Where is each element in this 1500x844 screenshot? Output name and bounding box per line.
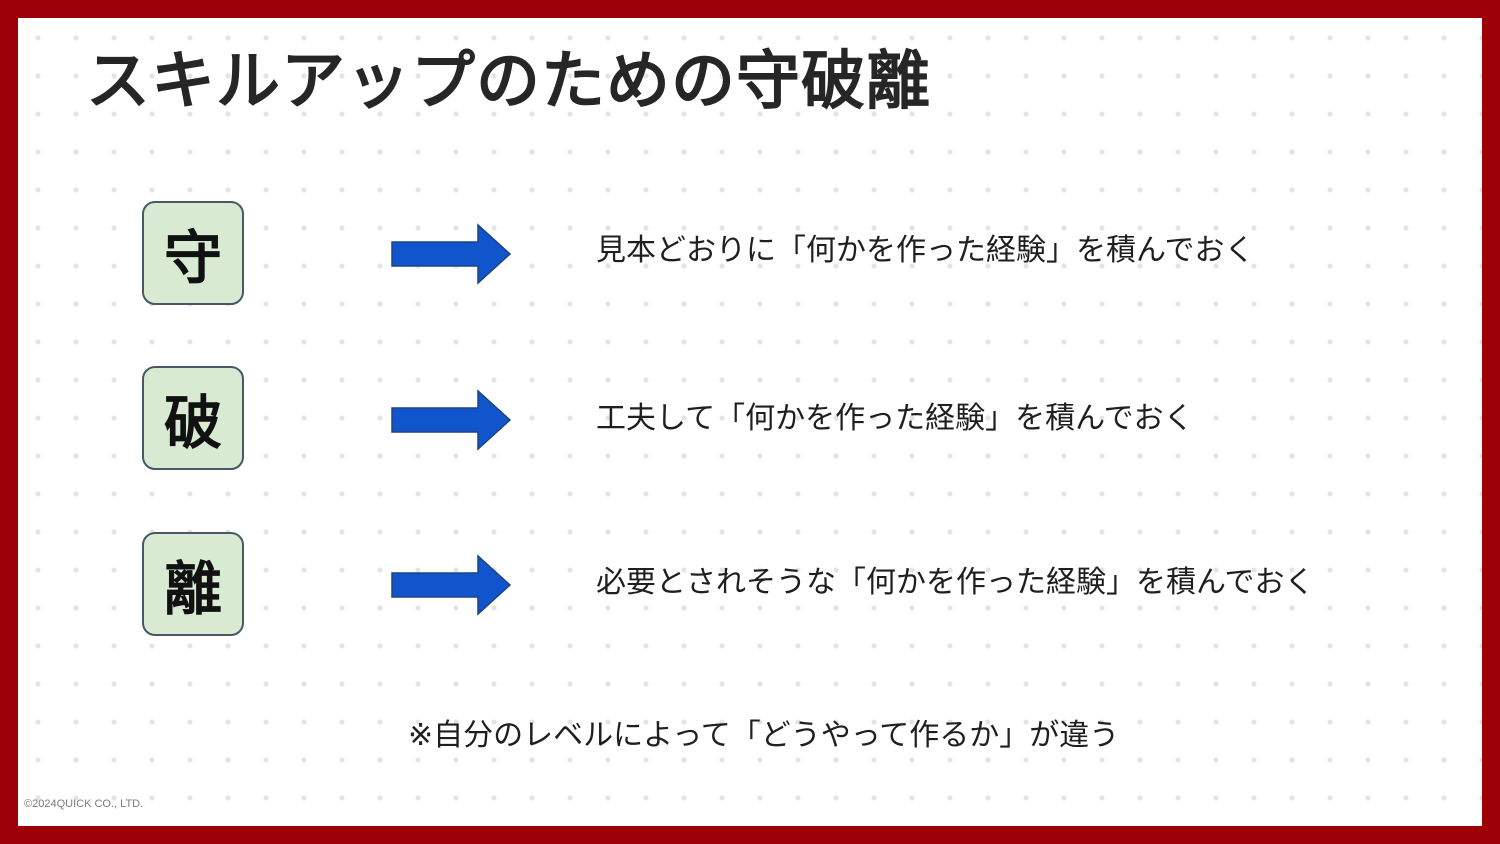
row-text-shu: 見本どおりに「何かを作った経験」を積んでおく bbox=[596, 233, 1255, 268]
right-arrow-icon bbox=[391, 389, 512, 451]
right-arrow-icon bbox=[391, 223, 512, 285]
kanji-box-ri: 離 bbox=[142, 532, 244, 636]
slide: スキルアップのための守破離 守 見本どおりに「何かを作った経験」を積んでおく 破… bbox=[18, 18, 1482, 826]
row-text-ha: 工夫して「何かを作った経験」を積んでおく bbox=[596, 401, 1194, 436]
row-text-ri: 必要とされそうな「何かを作った経験」を積んでおく bbox=[596, 565, 1315, 600]
copyright-notice: ©2024QUICK CO., LTD. bbox=[24, 798, 144, 810]
right-arrow-icon bbox=[391, 554, 512, 616]
footnote: ※自分のレベルによって「どうやって作るか」が違う bbox=[408, 718, 1120, 753]
kanji-box-shu: 守 bbox=[142, 201, 244, 305]
kanji-box-ha: 破 bbox=[142, 366, 244, 470]
slide-title: スキルアップのための守破離 bbox=[86, 45, 931, 119]
